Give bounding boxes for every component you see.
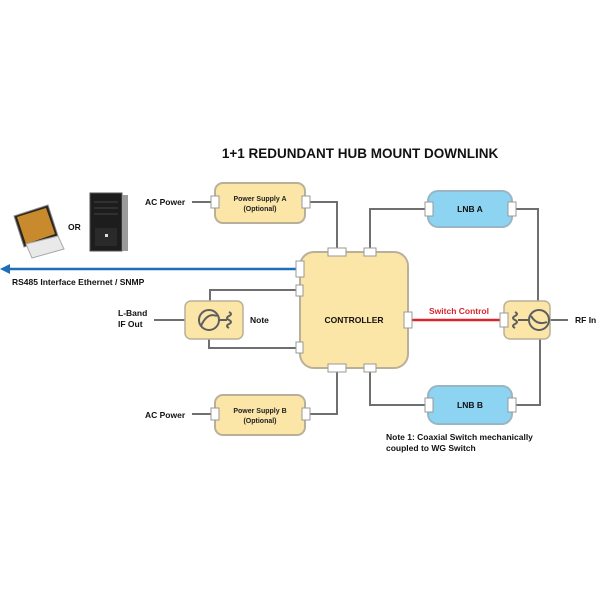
psa-name: Power Supply A: [233, 196, 286, 203]
psb-output-port: [301, 407, 311, 421]
lnba-label: LNB A: [457, 204, 483, 214]
or-label: OR: [68, 222, 81, 232]
interface-arrowhead-icon: [0, 264, 10, 274]
interface-label: RS485 Interface Ethernet / SNMP: [12, 277, 145, 287]
psb-sub: (Optional): [243, 418, 276, 425]
controller-lnbb-port: [363, 363, 377, 373]
lnba-left-port: [424, 201, 434, 217]
controller-interface-port: [295, 260, 305, 278]
controller-coax-bottom-port: [295, 341, 304, 354]
psb-name: Power Supply B: [233, 408, 286, 415]
rf-in-label: RF In: [575, 315, 596, 325]
lnb-b: LNB B: [424, 385, 517, 425]
psb-controller-wire: [310, 368, 338, 415]
lnbb-right-port: [507, 397, 517, 413]
power-supply-b: Power Supply B (Optional): [210, 394, 311, 436]
lnb-a: LNB A: [424, 190, 517, 228]
lnba-right-port: [507, 201, 517, 217]
controller: CONTROLLER: [295, 247, 413, 373]
coax-switch-symbol-icon: [198, 309, 232, 331]
power-supply-a: Power Supply A (Optional): [210, 182, 311, 224]
note-label: Note: [250, 315, 269, 325]
lband-label-line2: IF Out: [118, 319, 143, 329]
controller-psb-port: [327, 363, 347, 373]
psa-ac-power-label: AC Power: [145, 197, 186, 207]
psa-controller-wire: [310, 201, 338, 252]
lband-label-line1: L-Band: [118, 308, 147, 318]
controller-switch-port: [403, 311, 413, 329]
lnbb-left-port: [424, 397, 434, 413]
controller-lnbb-wire: [369, 368, 425, 406]
laptop-icon: [13, 204, 65, 259]
controller-lnba-wire: [369, 208, 425, 252]
switch-control-label: Switch Control: [429, 306, 489, 316]
psb-input-port: [210, 407, 220, 421]
controller-psa-port: [327, 247, 347, 257]
lnbb-wg-wire: [514, 328, 541, 406]
note-line1: Note 1: Coaxial Switch mechanically: [386, 432, 533, 442]
lnba-wg-wire: [514, 208, 539, 312]
wg-switch-symbol-icon: [512, 309, 550, 331]
coaxial-switch: [184, 300, 244, 340]
psa-sub: (Optional): [243, 206, 276, 213]
lnbb-label: LNB B: [457, 400, 483, 410]
controller-lnba-port: [363, 247, 377, 257]
waveguide-switch: [499, 300, 551, 340]
wg-control-port: [499, 312, 509, 328]
psb-ac-power-label: AC Power: [145, 410, 186, 420]
diagram-title: 1+1 REDUNDANT HUB MOUNT DOWNLINK: [222, 146, 499, 161]
desktop-tower-icon: [89, 192, 128, 252]
controller-coax-top-port: [295, 284, 304, 297]
psa-output-port: [301, 195, 311, 209]
note-line2: coupled to WG Switch: [386, 443, 476, 453]
controller-label: CONTROLLER: [324, 315, 383, 325]
psa-input-port: [210, 195, 220, 209]
